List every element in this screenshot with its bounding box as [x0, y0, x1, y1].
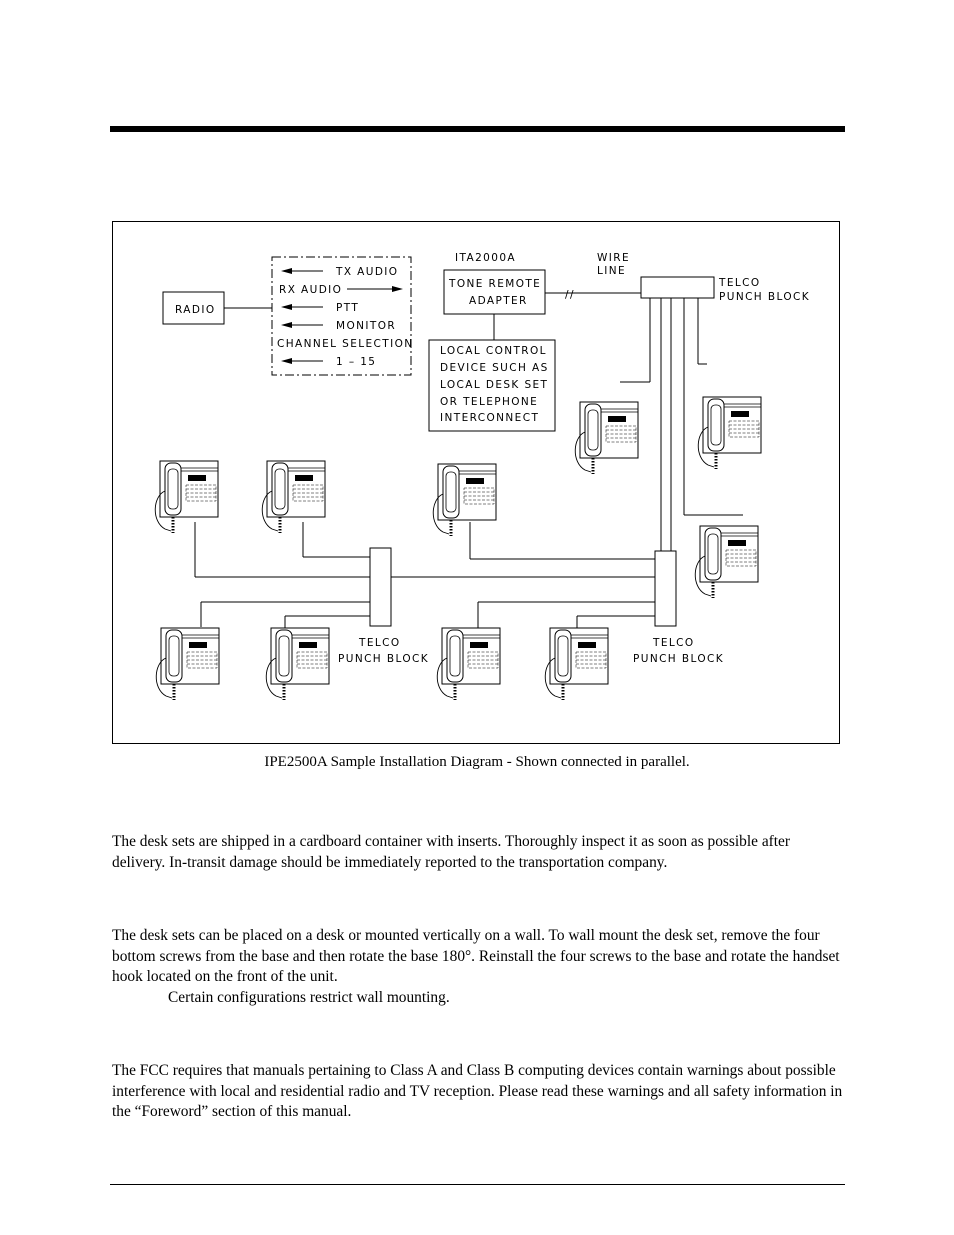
channel-range-label: 1 – 15 — [336, 356, 376, 368]
telco-right-label: PUNCH BLOCK — [633, 653, 724, 665]
desk-phone-icon — [696, 395, 763, 471]
mounting-note: Certain configurations restrict wall mou… — [168, 989, 450, 1006]
radio-box — [162, 291, 225, 325]
adapter-line1: TONE REMOTE — [448, 278, 541, 290]
desk-phone-icon — [154, 626, 221, 702]
telco-punch-block-right — [654, 550, 677, 627]
fcc-paragraph: The FCC requires that manuals pertaining… — [112, 1062, 843, 1120]
wire-line-label: WIRE — [597, 252, 630, 264]
local-control-line: LOCAL DESK SET — [440, 379, 548, 391]
telco-top-label: TELCO — [718, 277, 761, 289]
local-control-line: INTERCONNECT — [440, 412, 539, 424]
radio-label: RADIO — [175, 304, 216, 316]
radio-interface-box — [271, 256, 412, 376]
telco-punch-block-top — [640, 276, 715, 299]
local-control-line: LOCAL CONTROL — [440, 345, 547, 357]
local-control-line: DEVICE SUCH AS — [440, 362, 549, 374]
desk-phone-icon — [693, 524, 760, 600]
footer-rule — [110, 1184, 845, 1185]
telco-left-label: PUNCH BLOCK — [338, 653, 429, 665]
adapter-model-label: ITA2000A — [455, 252, 516, 264]
tone-remote-adapter-box — [443, 269, 546, 315]
desk-phone-icon — [431, 462, 498, 538]
rx-audio-label: RX AUDIO — [279, 284, 342, 296]
channel-selection-label: CHANNEL SELECTION — [277, 338, 414, 350]
diagram-caption: IPE2500A Sample Installation Diagram - S… — [264, 754, 690, 770]
telco-left-label: TELCO — [358, 637, 401, 649]
mounting-paragraph: The desk sets can be placed on a desk or… — [112, 927, 840, 985]
desk-phone-icon — [543, 626, 610, 702]
tx-audio-label: TX AUDIO — [335, 266, 398, 278]
ptt-label: PTT — [336, 302, 359, 314]
wire-break-symbol: // — [565, 289, 575, 301]
adapter-line2: ADAPTER — [469, 295, 528, 307]
monitor-label: MONITOR — [336, 320, 396, 332]
desk-phone-icon — [264, 626, 331, 702]
installation-diagram: RADIO TX AUDIO RX AUDIO PTT MONITOR CHAN… — [112, 221, 840, 744]
telco-punch-block-left — [369, 547, 392, 627]
telco-top-label: PUNCH BLOCK — [719, 291, 810, 303]
desk-phone-icon — [153, 459, 220, 535]
desk-phone-icon — [260, 459, 327, 535]
inspection-paragraph: The desk sets are shipped in a cardboard… — [112, 833, 791, 871]
desk-phone-icon — [435, 626, 502, 702]
wire-line-label: LINE — [597, 265, 626, 277]
local-control-box — [428, 339, 556, 432]
desk-phone-icon — [573, 400, 640, 476]
local-control-line: OR TELEPHONE — [440, 396, 538, 408]
telco-right-label: TELCO — [652, 637, 695, 649]
header-rule — [110, 126, 845, 132]
